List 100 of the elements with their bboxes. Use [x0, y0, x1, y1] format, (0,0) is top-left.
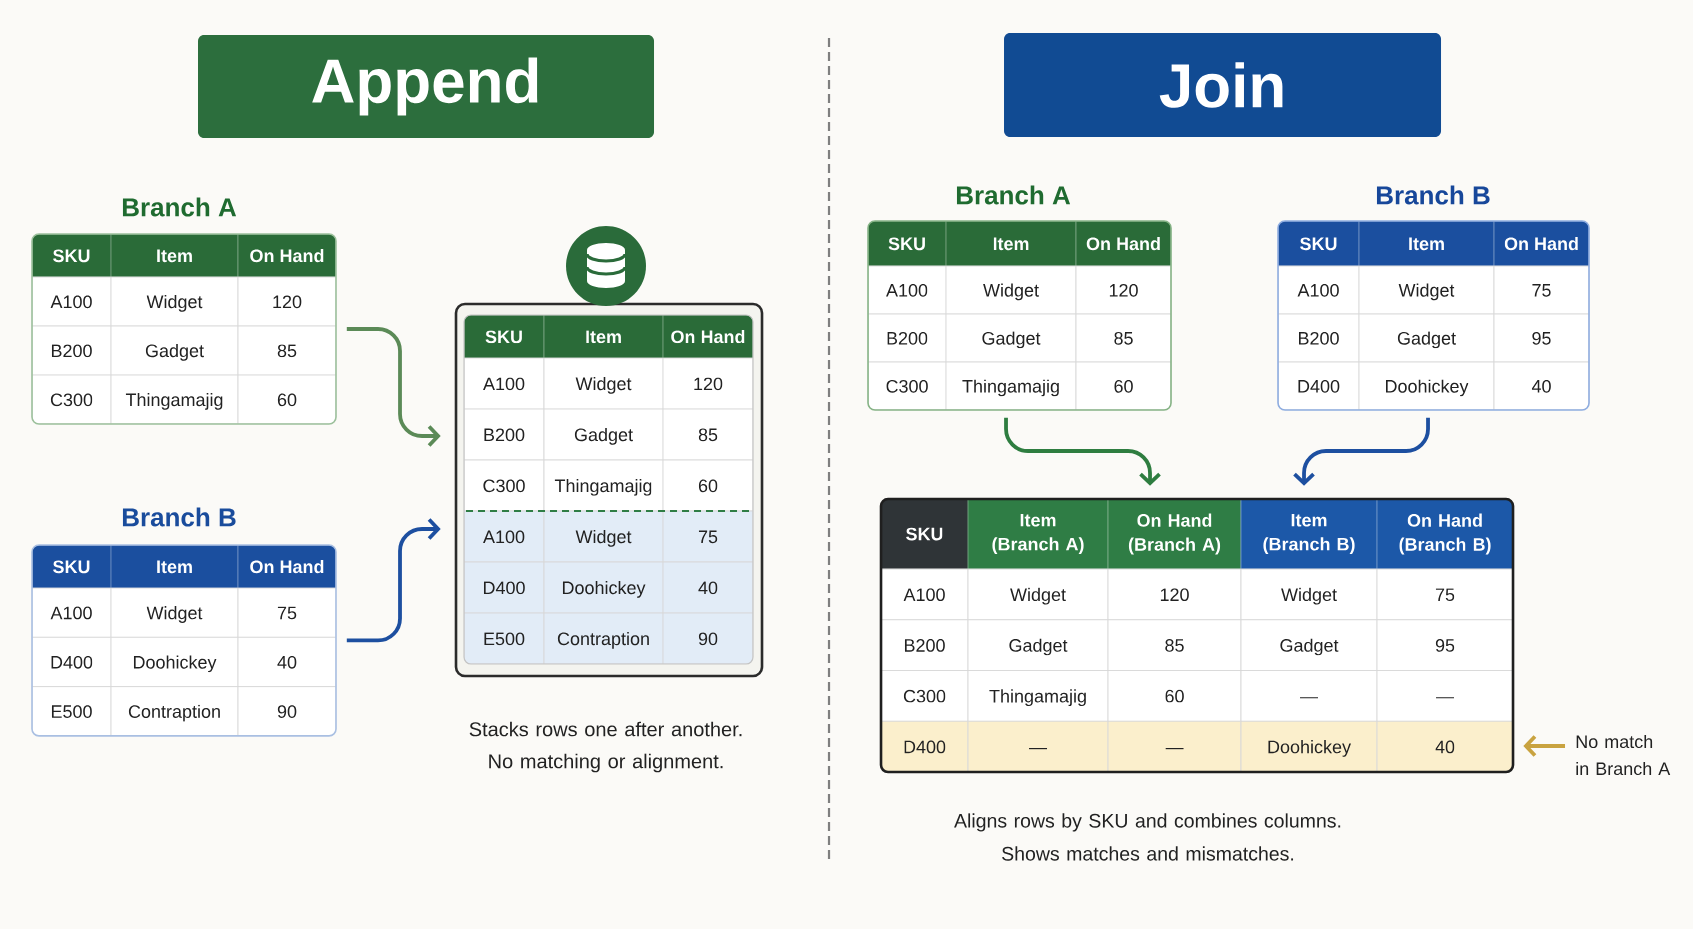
table-cell: Widget [110, 276, 239, 327]
table-cell: Thingamajig [967, 670, 1109, 722]
table-cell: D400 [464, 561, 545, 614]
table-cell: 60 [1107, 670, 1242, 722]
table-cell: B200 [881, 619, 969, 671]
table-cell: Thingamajig [110, 374, 239, 424]
header-cell: On Hand (Branch A) [1107, 499, 1242, 570]
table-heading: Branch B [1376, 185, 1490, 205]
table-cell: E500 [464, 612, 545, 664]
table-cell: D400 [32, 636, 112, 688]
table-cell: A100 [32, 276, 112, 327]
table-cell: B200 [32, 325, 112, 376]
table-cell: D400 [881, 720, 969, 772]
table-heading: Branch A [956, 185, 1071, 205]
header-cell: Item [110, 545, 239, 589]
table-cell: 95 [1376, 619, 1513, 671]
table-cell: Gadget [543, 408, 664, 461]
table-cell: 95 [1493, 313, 1589, 363]
table-cell: Doohickey [543, 561, 664, 614]
table-cell: — [1376, 670, 1513, 722]
table-cell: 60 [662, 459, 753, 512]
table-cell: 75 [1376, 568, 1513, 621]
note-text: No match in Branch A [1576, 734, 1671, 776]
header-cell: Item [543, 315, 664, 359]
table-cell: — [1107, 720, 1242, 772]
table-cell: A100 [868, 265, 947, 315]
header-cell: Item (Branch B) [1240, 499, 1378, 570]
arrow [1523, 735, 1565, 757]
header-cell: SKU [464, 315, 545, 359]
table-cell: Doohickey [110, 636, 239, 688]
table-cell: A100 [464, 357, 545, 410]
table-cell: B200 [464, 408, 545, 461]
header-cell: On Hand [237, 545, 336, 589]
table-cell: — [1240, 670, 1378, 722]
table-cell: 85 [662, 408, 753, 461]
table-cell: Doohickey [1240, 720, 1378, 772]
table-cell: Gadget [967, 619, 1109, 671]
arrow [1293, 417, 1430, 486]
table-cell: B200 [868, 313, 947, 363]
table-cell: 120 [662, 357, 753, 410]
table-heading: Branch A [122, 197, 237, 217]
title-banner: Append [198, 35, 654, 138]
caption-text: Stacks rows one after another. No matching or alignment. [469, 721, 742, 773]
table-cell: 75 [1493, 265, 1589, 315]
header-cell: On Hand (Branch B) [1376, 499, 1513, 570]
table-cell: Contraption [110, 686, 239, 736]
table-cell: D400 [1278, 361, 1360, 410]
table-cell: 40 [662, 561, 753, 614]
table-cell: C300 [464, 459, 545, 512]
table-cell: Gadget [1358, 313, 1495, 363]
caption-text: Aligns rows by SKU and combines columns. Shows matches and mismatches. [954, 813, 1341, 861]
header-cell: On Hand [662, 315, 753, 359]
table-cell: B200 [1278, 313, 1360, 363]
arrow [346, 518, 441, 643]
header-cell: SKU [32, 545, 112, 589]
table-cell: 75 [237, 587, 336, 638]
table-cell: Contraption [543, 612, 664, 664]
header-cell: On Hand [237, 234, 336, 278]
header-cell: Item (Branch A) [967, 499, 1109, 570]
table-cell: A100 [881, 568, 969, 621]
table-cell: Widget [967, 568, 1109, 621]
table-cell: 40 [237, 636, 336, 688]
table-cell: Gadget [945, 313, 1077, 363]
table-cell: 85 [1107, 619, 1242, 671]
table-cell: Widget [1240, 568, 1378, 621]
table-cell: — [967, 720, 1109, 772]
table-cell: 120 [1107, 568, 1242, 621]
table-cell: Widget [1358, 265, 1495, 315]
table-cell: 120 [1075, 265, 1171, 315]
table-cell: A100 [464, 510, 545, 563]
table-cell: Widget [543, 510, 664, 563]
table-cell: Widget [945, 265, 1077, 315]
table-cell: Widget [543, 357, 664, 410]
table-cell: Thingamajig [543, 459, 664, 512]
table-cell: 60 [1075, 361, 1171, 410]
arrow [1004, 417, 1161, 486]
header-cell: Item [945, 221, 1077, 267]
table-cell: 85 [1075, 313, 1171, 363]
table-cell: 40 [1376, 720, 1513, 772]
table-cell: C300 [881, 670, 969, 722]
table-heading: Branch B [122, 507, 236, 527]
table-cell: Widget [110, 587, 239, 638]
table-cell: 90 [237, 686, 336, 736]
table-cell: 120 [237, 276, 336, 327]
table-cell: E500 [32, 686, 112, 736]
table-cell: A100 [32, 587, 112, 638]
table-cell: Gadget [1240, 619, 1378, 671]
table-cell: Gadget [110, 325, 239, 376]
table-cell: 85 [237, 325, 336, 376]
table-cell: 60 [237, 374, 336, 424]
header-cell: Item [1358, 221, 1495, 267]
title-banner: Join [1004, 33, 1441, 137]
table-cell: Thingamajig [945, 361, 1077, 410]
table-cell: A100 [1278, 265, 1360, 315]
table-cell: C300 [868, 361, 947, 410]
arrow [346, 327, 441, 447]
table-cell: 40 [1493, 361, 1589, 410]
table-cell: C300 [32, 374, 112, 424]
table-cell: Doohickey [1358, 361, 1495, 410]
table-cell: 75 [662, 510, 753, 563]
